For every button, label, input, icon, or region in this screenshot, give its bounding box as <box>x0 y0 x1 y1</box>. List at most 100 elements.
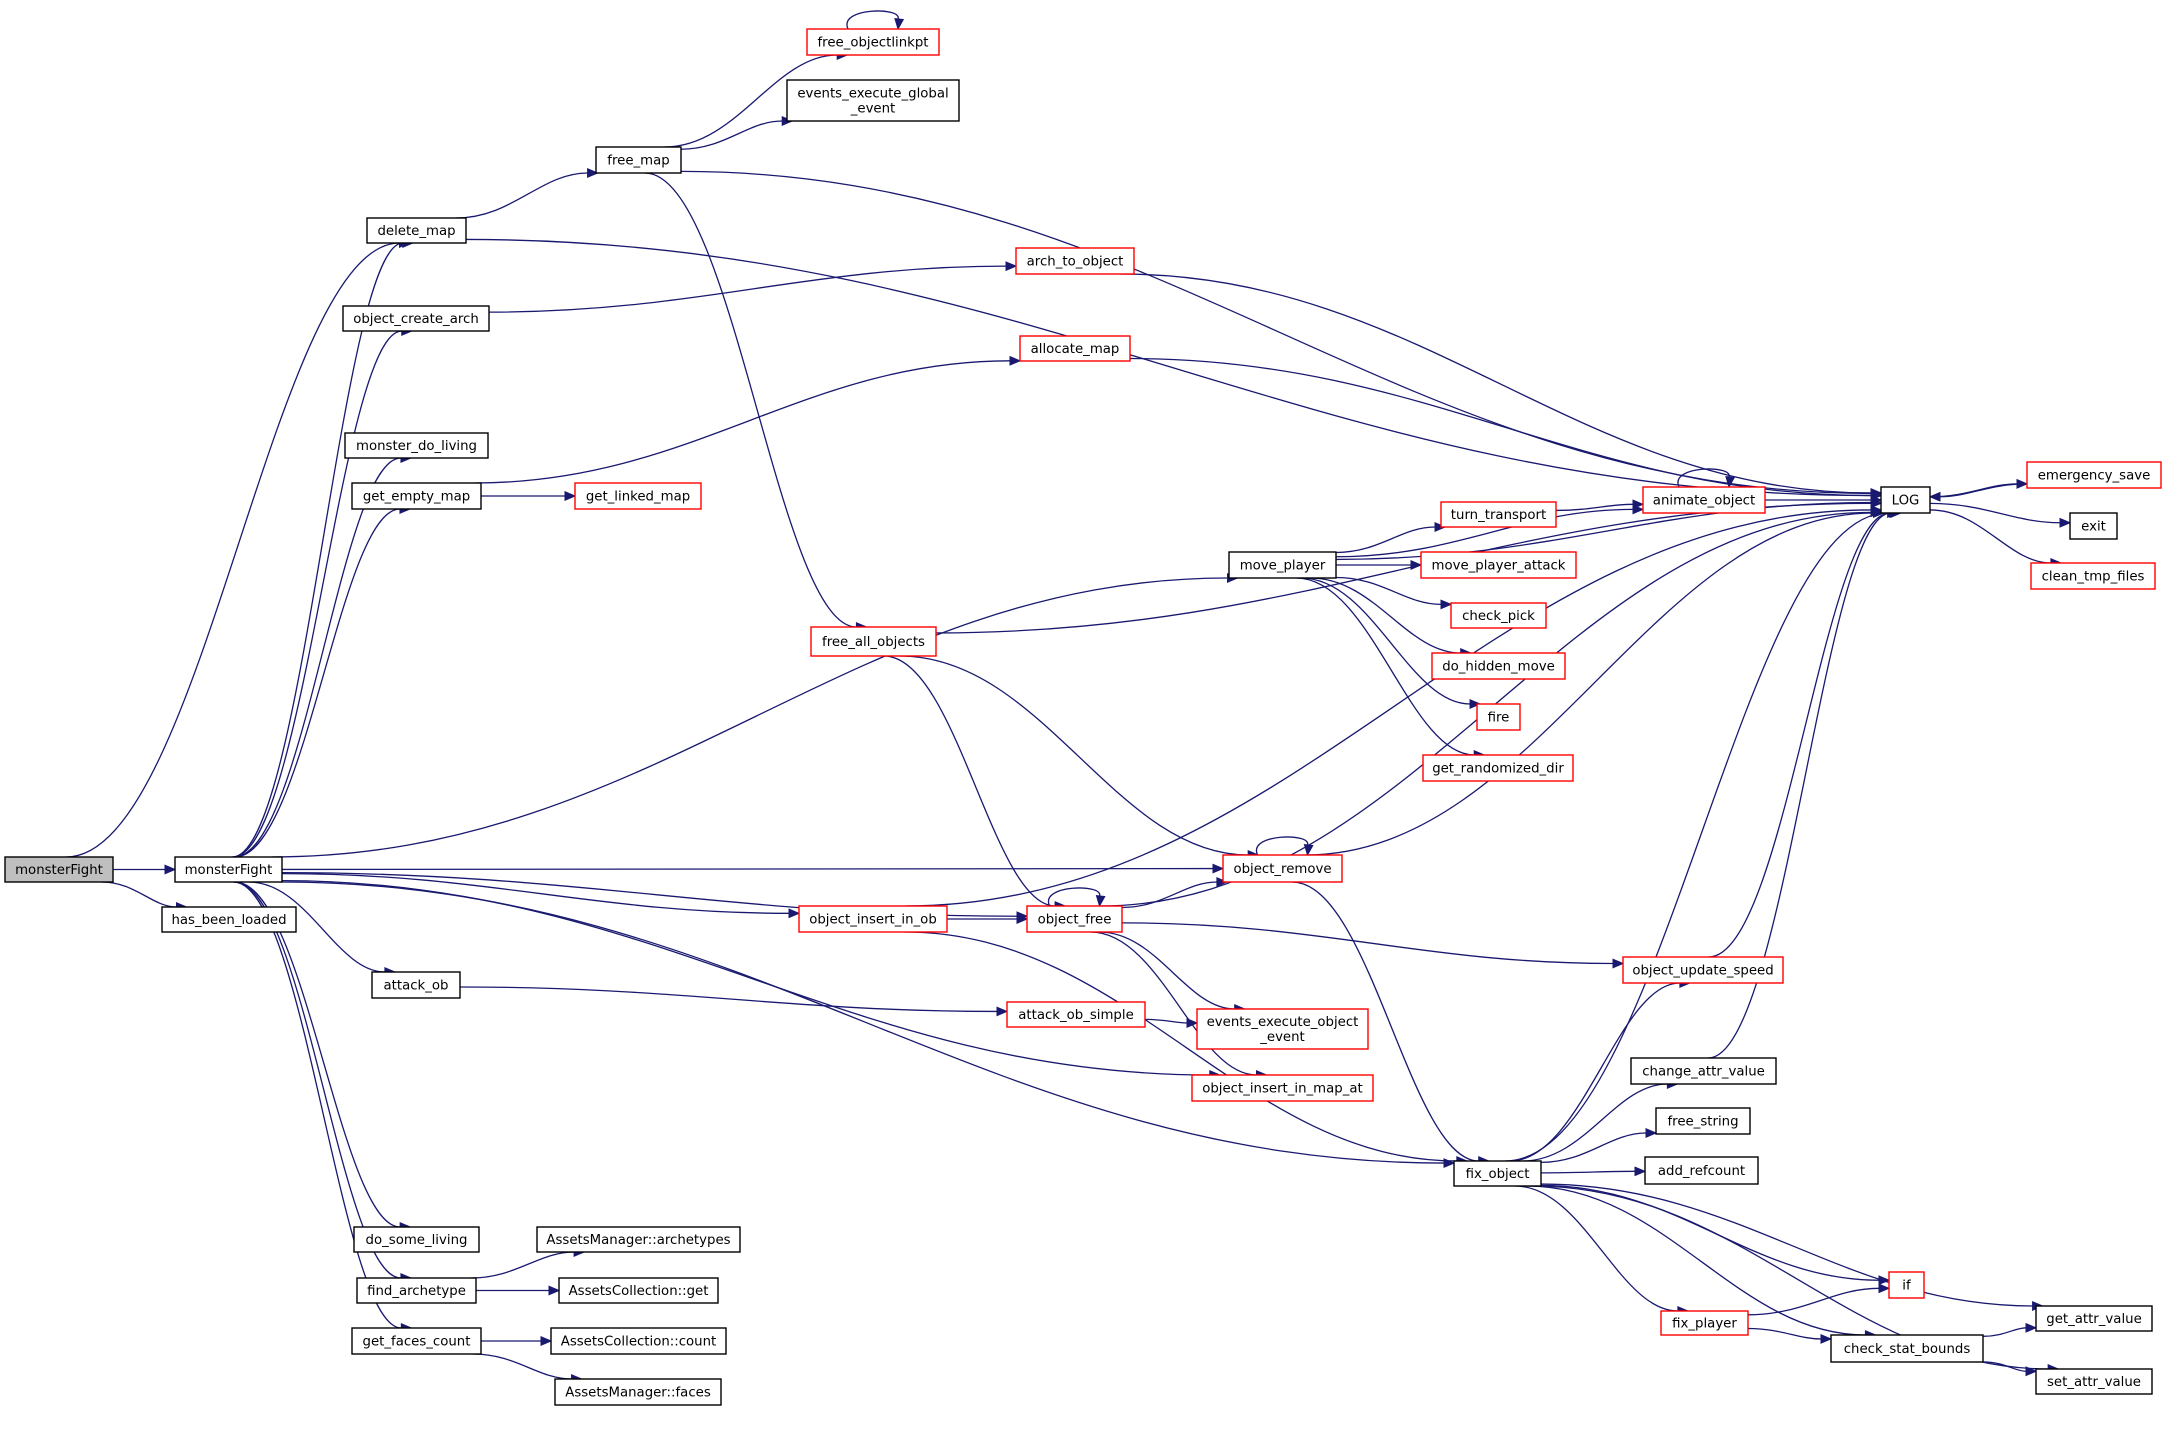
node-object-insert-in-map-at[interactable]: object_insert_in_map_at <box>1191 1074 1374 1102</box>
edge-find-archetype-to-assets-collection-get <box>475 1285 561 1296</box>
edge-arrowhead <box>1632 499 1645 510</box>
node-turn-transport[interactable]: turn_transport <box>1440 501 1557 528</box>
node-box <box>1880 486 1931 514</box>
edge-arrowhead <box>564 491 577 501</box>
node-free-objectlinkpt[interactable]: free_objectlinkpt <box>806 28 940 56</box>
node-object-remove[interactable]: object_remove <box>1222 854 1343 883</box>
node-do-some-living[interactable]: do_some_living <box>353 1226 480 1253</box>
node-get-empty-map[interactable]: get_empty_map <box>351 482 482 510</box>
node-monster-do-living[interactable]: monster_do_living <box>344 432 489 459</box>
edge-line <box>472 1353 572 1380</box>
node-fix-object[interactable]: fix_object <box>1453 1160 1542 1187</box>
node-events-execute-global-event[interactable]: events_execute_global_event <box>786 79 960 122</box>
edge-animate-object-to-animate-object <box>1677 468 1736 489</box>
node-box <box>550 1327 727 1355</box>
edge-allocate-map-to-log <box>1129 357 1883 501</box>
node-box <box>786 79 960 122</box>
edge-log-to-clean-tmp-files <box>1929 509 2063 568</box>
node-move-player[interactable]: move_player <box>1228 551 1337 579</box>
node-add-refcount[interactable]: add_refcount <box>1644 1156 1759 1185</box>
node-free-map[interactable]: free_map <box>595 146 682 174</box>
node-check-stat-bounds[interactable]: check_stat_bounds <box>1830 1334 1984 1363</box>
node-get-linked-map[interactable]: get_linked_map <box>574 482 702 510</box>
node-do-hidden-move[interactable]: do_hidden_move <box>1431 652 1566 680</box>
node-label: events_execute_object <box>1207 1015 1359 1030</box>
node-arch-to-object[interactable]: arch_to_object <box>1015 247 1135 275</box>
edge-object-remove-to-log <box>1305 508 1885 856</box>
node-assets-manager-faces[interactable]: AssetsManager::faces <box>554 1378 722 1406</box>
edge-arrowhead <box>1016 914 1029 924</box>
node-fix-player[interactable]: fix_player <box>1660 1310 1749 1336</box>
node-box <box>1453 1160 1542 1187</box>
node-free-string[interactable]: free_string <box>1655 1107 1751 1135</box>
edge-monster-fight-to-move-player <box>271 573 1239 858</box>
node-find-archetype[interactable]: find_archetype <box>356 1277 477 1304</box>
edge-check-stat-bounds-to-set-attr-value <box>1982 1361 2038 1377</box>
node-get-randomized-dir[interactable]: get_randomized_dir <box>1422 754 1574 782</box>
node-change-attr-value[interactable]: change_attr_value <box>1630 1057 1777 1085</box>
node-monster-fight[interactable]: monsterFight <box>174 856 283 883</box>
edge-move-player-to-turn-transport <box>1335 522 1447 554</box>
edge-line <box>1677 468 1730 488</box>
node-clean-tmp-files[interactable]: clean_tmp_files <box>2030 562 2156 590</box>
node-allocate-map[interactable]: allocate_map <box>1019 335 1131 362</box>
node-object-update-speed[interactable]: object_update_speed <box>1622 956 1784 984</box>
node-object-create-arch[interactable]: object_create_arch <box>342 305 490 332</box>
edge-get-empty-map-to-allocate-map <box>474 355 1022 484</box>
node-emergency-save[interactable]: emergency_save <box>2026 461 2162 489</box>
edge-line <box>1708 512 1891 1059</box>
edge-attack-ob-to-attack-ob-simple <box>459 986 1009 1017</box>
node-label: get_linked_map <box>586 490 690 505</box>
node-attack-ob-simple[interactable]: attack_ob_simple <box>1006 1001 1146 1028</box>
node-if[interactable]: if <box>1888 1271 1925 1299</box>
node-get-attr-value[interactable]: get_attr_value <box>2035 1305 2153 1332</box>
edge-line <box>680 170 1872 495</box>
edge-arrowhead <box>540 1336 553 1346</box>
node-label: monster_do_living <box>356 439 477 454</box>
edge-line <box>1121 922 1614 965</box>
node-check-pick[interactable]: check_pick <box>1450 602 1547 629</box>
node-assets-manager-archetypes[interactable]: AssetsManager::archetypes <box>536 1226 741 1253</box>
node-root[interactable]: monsterFight <box>4 856 114 883</box>
node-get-faces-count[interactable]: get_faces_count <box>351 1327 482 1355</box>
node-box <box>554 1378 722 1406</box>
edge-log-to-emergency-save <box>1929 478 2029 498</box>
node-delete-map[interactable]: delete_map <box>366 217 467 244</box>
node-box <box>2035 1368 2153 1395</box>
edge-line <box>1310 577 1461 654</box>
edge-line <box>1540 1132 1647 1164</box>
node-box <box>1222 854 1343 883</box>
node-move-player-attack[interactable]: move_player_attack <box>1420 551 1577 579</box>
node-assets-collection-get[interactable]: AssetsCollection::get <box>558 1277 719 1304</box>
edge-line <box>233 881 402 1329</box>
node-label: monsterFight <box>15 863 103 878</box>
edge-line <box>680 120 783 150</box>
node-set-attr-value[interactable]: set_attr_value <box>2035 1368 2153 1395</box>
edge-turn-transport-to-animate-object <box>1555 499 1645 512</box>
edge-arrowhead <box>1303 844 1314 857</box>
edge-arrowhead <box>1820 1333 1833 1344</box>
node-has-been-loaded[interactable]: has_been_loaded <box>161 906 297 933</box>
node-object-insert-in-ob[interactable]: object_insert_in_ob <box>798 905 948 933</box>
edge-object-insert-in-ob-to-object-free <box>946 914 1029 924</box>
node-exit[interactable]: exit <box>2069 512 2118 540</box>
node-label: fix_object <box>1466 1167 1530 1182</box>
node-object-free[interactable]: object_free <box>1026 905 1123 933</box>
node-attack-ob[interactable]: attack_ob <box>371 971 461 999</box>
node-box <box>1642 486 1766 514</box>
edge-fix-player-to-if <box>1747 1283 1891 1316</box>
node-log[interactable]: LOG <box>1880 486 1931 514</box>
edge-object-free-to-object-free <box>1047 887 1106 908</box>
node-animate-object[interactable]: animate_object <box>1642 486 1766 514</box>
node-box <box>1622 956 1784 984</box>
node-label: free_all_objects <box>822 635 925 650</box>
node-label: object_insert_in_map_at <box>1202 1082 1363 1097</box>
node-events-execute-object-event[interactable]: events_execute_object_event <box>1196 1008 1369 1050</box>
node-assets-collection-count[interactable]: AssetsCollection::count <box>550 1327 727 1355</box>
node-fire[interactable]: fire <box>1476 703 1521 731</box>
node-label: animate_object <box>1653 494 1755 509</box>
edge-delete-map-to-free-map <box>455 168 599 219</box>
node-free-all-objects[interactable]: free_all_objects <box>810 626 937 657</box>
edge-arrowhead <box>2025 1366 2038 1377</box>
edge-monster-fight-to-get-faces-count <box>233 881 413 1333</box>
